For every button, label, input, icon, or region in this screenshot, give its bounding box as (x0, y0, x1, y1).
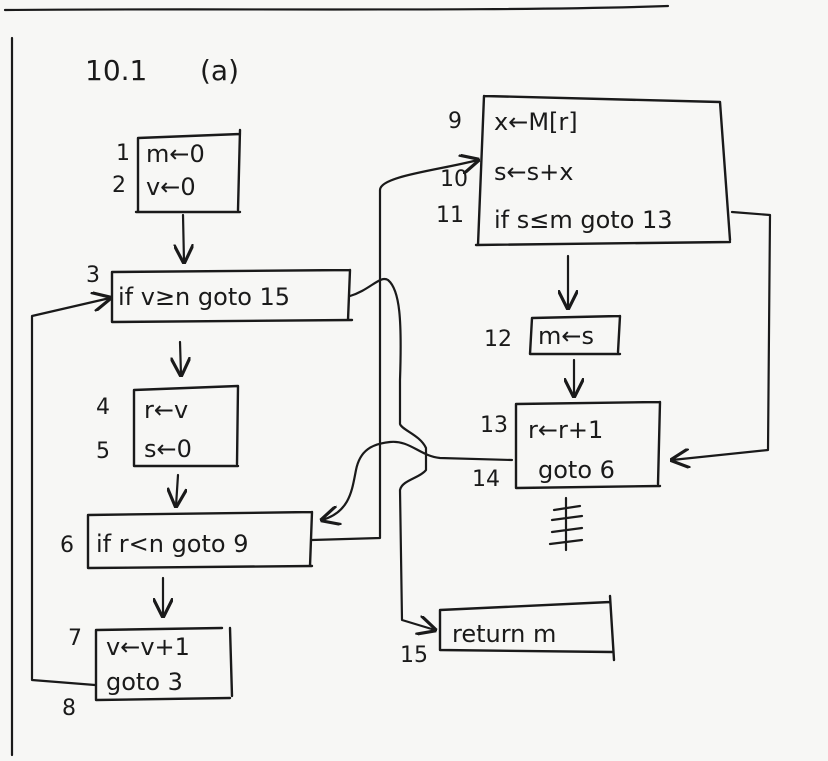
block-4-line-2: s←0 (144, 435, 192, 463)
block-12: 12 m←s (484, 314, 622, 356)
line-number-3: 3 (86, 263, 100, 288)
block-9-line-3: if s≤m goto 13 (494, 206, 673, 234)
block-6-line-1: if r<n goto 9 (96, 530, 248, 558)
block-9-line-2: s←s+x (494, 158, 573, 186)
block-1-line-2: v←0 (146, 173, 196, 201)
line-number-15: 15 (400, 643, 428, 668)
block-1-2: 1 2 m←0 v←0 (112, 128, 242, 214)
edge-3-to-15 (348, 277, 435, 630)
block-6: 6 if r<n goto 9 (60, 510, 314, 570)
block-12-line-1: m←s (538, 322, 594, 350)
scribble-mark (548, 496, 584, 552)
edge-11-to-13 (672, 210, 772, 460)
line-number-11: 11 (436, 203, 464, 228)
edge-6-to-9 (310, 160, 478, 542)
block-3: 3 if v≥n goto 15 (86, 263, 354, 324)
block-4-5: 4 5 r←v s←0 (96, 384, 240, 468)
edge-1-to-3 (183, 213, 184, 262)
line-number-6: 6 (60, 533, 74, 558)
line-number-14: 14 (472, 467, 500, 492)
edge-3-to-4 (180, 340, 181, 375)
line-number-4: 4 (96, 395, 110, 420)
block-13-14: 13 14 r←r+1 goto 6 (472, 400, 662, 492)
block-1-line-1: m←0 (146, 140, 205, 168)
edge-4-to-6 (176, 473, 178, 506)
block-7-line-1: v←v+1 (106, 633, 190, 661)
line-number-9: 9 (448, 109, 462, 134)
line-number-12: 12 (484, 327, 512, 352)
page-top-border (3, 4, 670, 12)
line-number-2: 2 (112, 173, 126, 198)
block-3-line-1: if v≥n goto 15 (118, 283, 290, 311)
block-13-line-2: goto 6 (538, 456, 615, 484)
block-9-11: 9 10 11 x←M[r] s←s+x if s≤m goto 13 (436, 94, 732, 247)
edge-14-to-6 (322, 440, 514, 520)
line-number-7: 7 (68, 626, 82, 651)
line-number-8: 8 (62, 696, 76, 721)
page-left-border (10, 36, 14, 757)
line-number-13: 13 (480, 413, 508, 438)
line-number-5: 5 (96, 439, 110, 464)
block-15-line-1: return m (452, 620, 556, 648)
block-4-line-1: r←v (144, 396, 188, 424)
line-number-10: 10 (440, 167, 468, 192)
page-title: 10.1 (85, 54, 147, 87)
block-7-8: 7 8 v←v+1 goto 3 (62, 626, 234, 721)
edge-8-to-3 (30, 298, 110, 687)
block-15: 15 return m (400, 594, 616, 668)
block-7-line-2: goto 3 (106, 668, 183, 696)
page-subtitle: (a) (200, 54, 239, 87)
block-9-line-1: x←M[r] (494, 108, 578, 136)
line-number-1: 1 (116, 141, 130, 166)
block-13-line-1: r←r+1 (528, 416, 603, 444)
